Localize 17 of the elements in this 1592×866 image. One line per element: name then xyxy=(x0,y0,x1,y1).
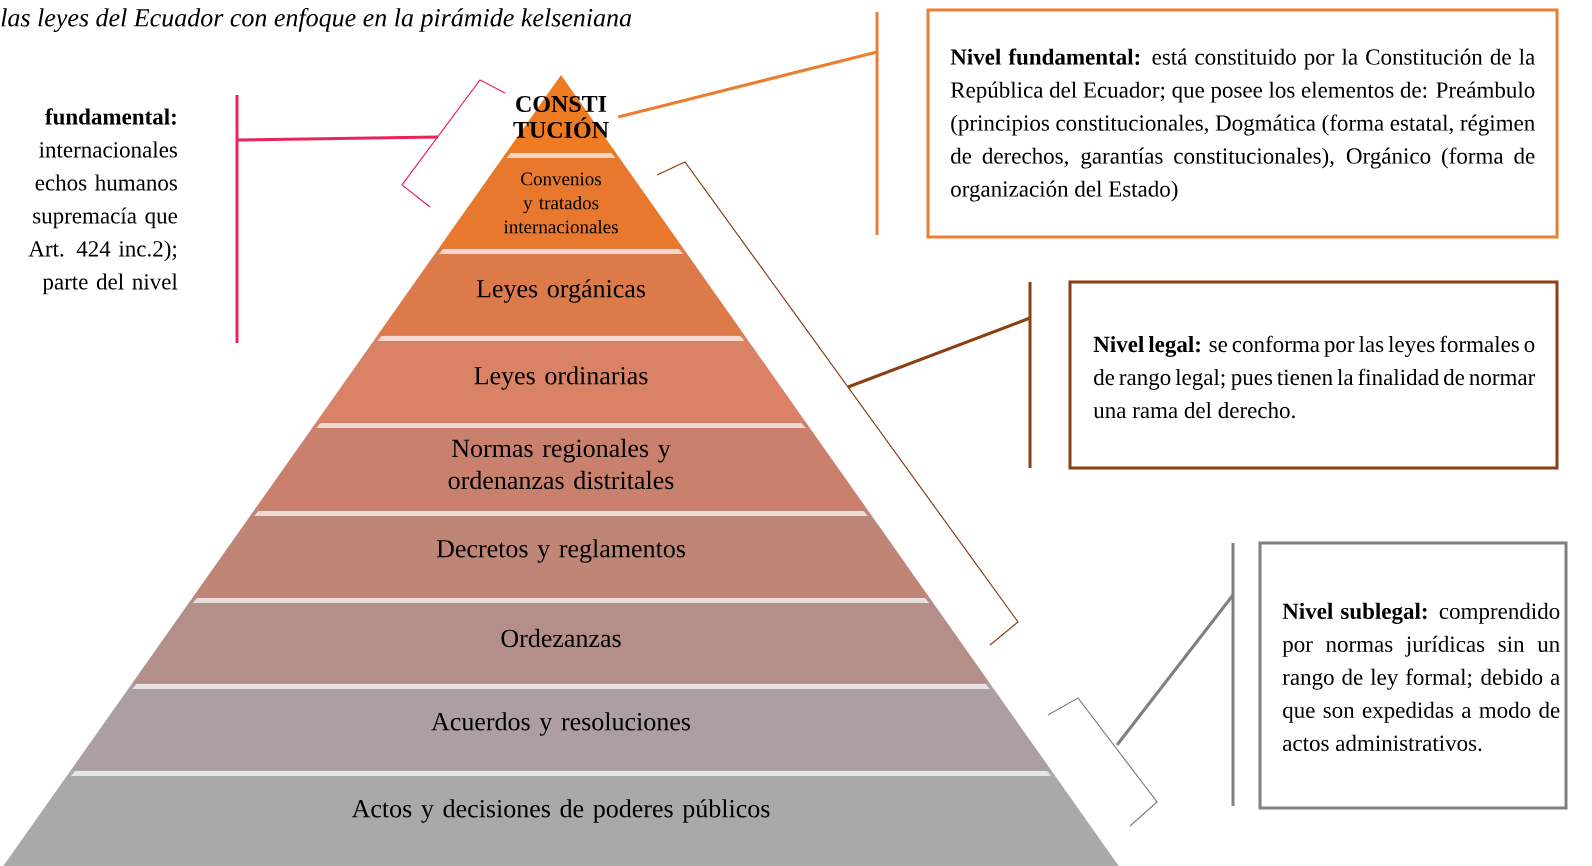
callout-box: Nivel sublegal: comprendido por normas jurídicas sin un rango de ley formal; debido a que son expedidas a modo de actos administrativos. xyxy=(1258,541,1568,810)
leader-line xyxy=(1115,594,1235,746)
pyramid-tier: Actos y decisiones de poderes públicos xyxy=(3,770,1119,866)
pyramid-tier: Leyes orgánicas xyxy=(377,248,745,335)
pyramid-tier: Convenios y tratados internacionales xyxy=(439,152,683,248)
leader-line xyxy=(617,50,878,119)
leader-line xyxy=(237,135,439,142)
pyramid-tier: Ordezanzas xyxy=(132,597,990,683)
pyramid-tier: Decretos y reglamentos xyxy=(193,510,929,597)
callout-box: Nivel fundamental: está constituido por la Constitución de la República del Ecuador; que posee los elementos de: Preámbulo (principios constitucionales, Dogmática (forma estatal, régimen de derechos, garantías constitucionales), Orgánico (forma de organización del Estado) xyxy=(926,8,1559,239)
pyramid-tier: Acuerdos y resoluciones xyxy=(71,683,1051,770)
pyramid-tier: Normas regionales y ordenanzas distritales xyxy=(254,422,868,510)
callout-text: fundamental: internacionales echos humanos supremacía que Art. 424 inc.2); parte del nivel xyxy=(28,108,178,295)
callout-box: Nivel legal: se conforma por las leyes formales o de rango legal; pues tienen la finalidad de normar una rama del derecho. xyxy=(1068,280,1559,470)
leader-line xyxy=(847,316,1031,389)
pyramid-tier: Leyes ordinarias xyxy=(316,335,806,422)
title: las leyes del Ecuador con enfoque en la pirámide kelseniana xyxy=(1,8,632,32)
